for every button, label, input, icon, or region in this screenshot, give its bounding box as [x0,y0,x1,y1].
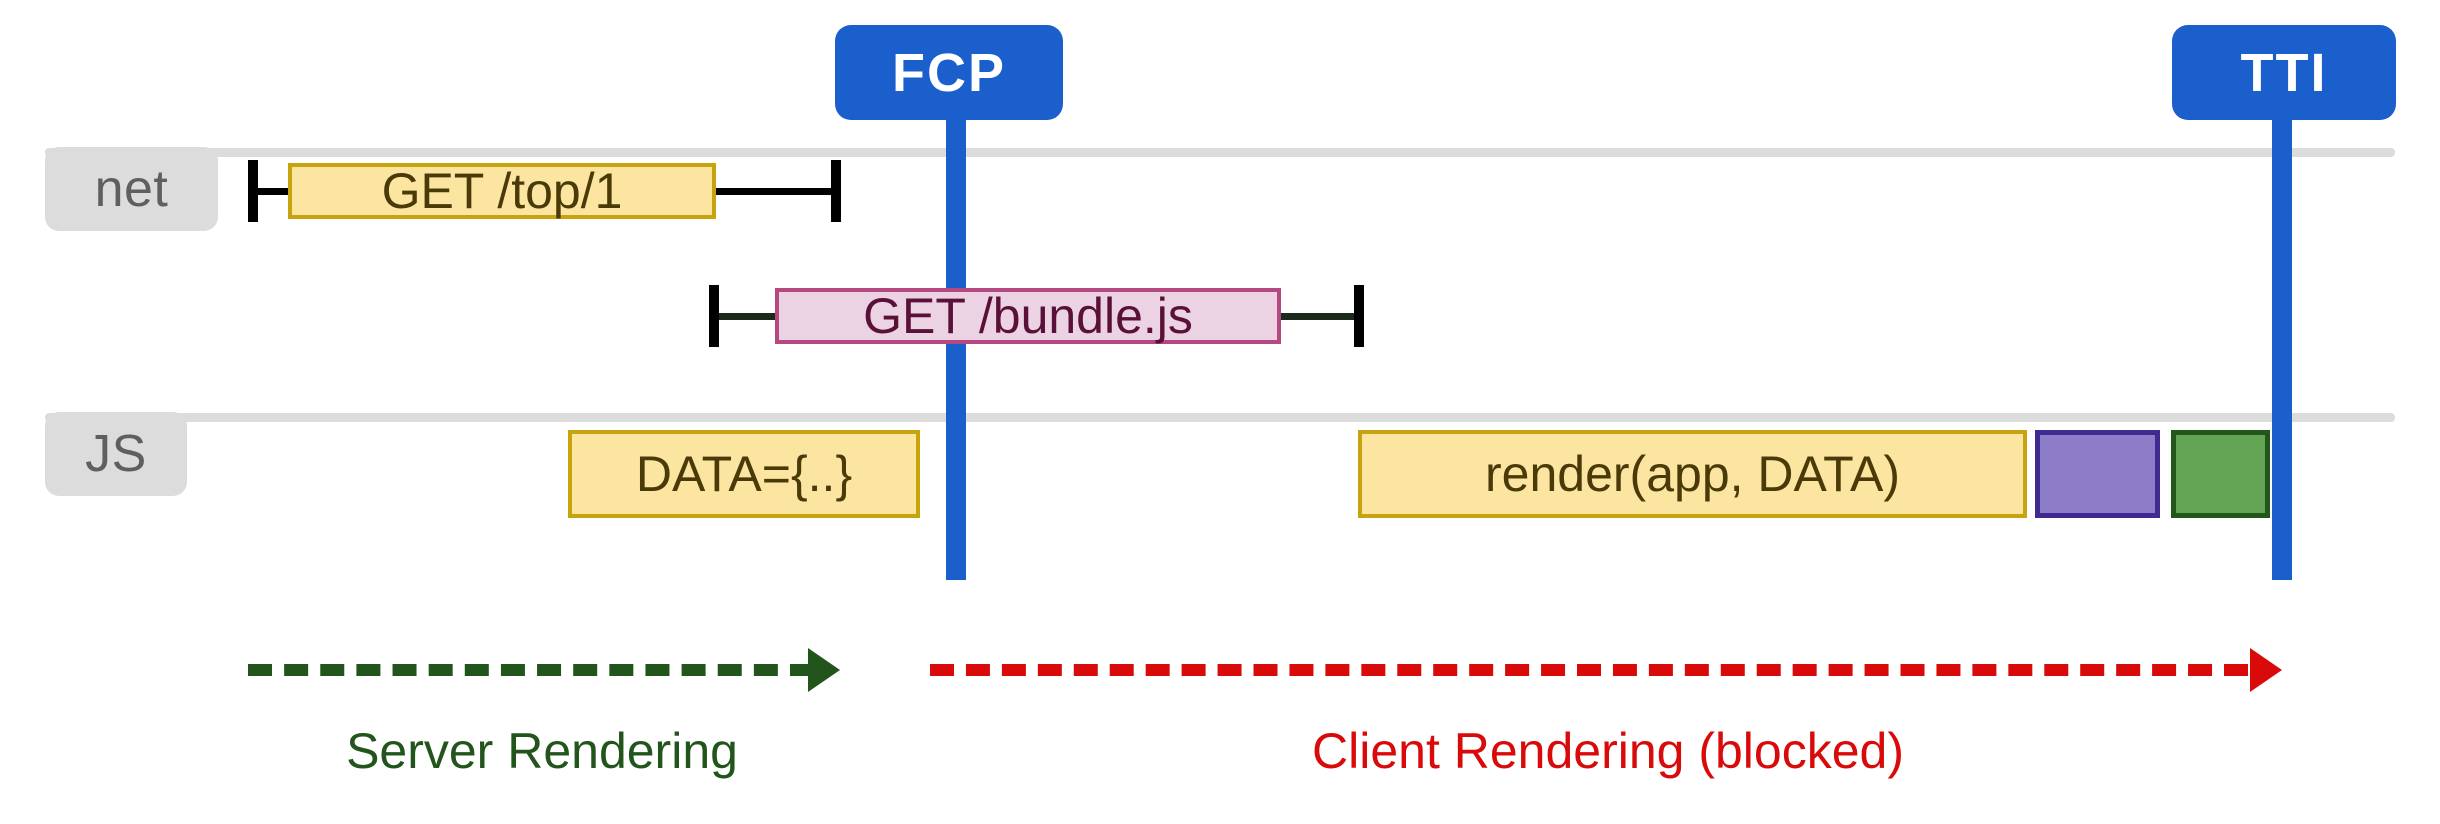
lane-rule-net [45,148,2395,157]
fcp-badge: FCP [835,25,1063,120]
client-rendering-label: Client Rendering (blocked) [1208,726,2008,776]
get-top-whisker-start [248,160,258,222]
get-bundle-whisker-start [709,285,719,347]
get-top-whisker-end [831,160,841,222]
bar-get-top-label: GET /top/1 [381,163,623,219]
lane-label-js: JS [85,425,147,483]
bar-task-green [2171,430,2270,518]
lane-badge-js: JS [45,412,187,496]
fcp-badge-label: FCP [892,42,1006,103]
bar-data-inline-label: DATA={..} [635,446,853,502]
bar-get-top: GET /top/1 [288,163,716,219]
server-rendering-label-text: Server Rendering [346,723,738,779]
bar-data-inline: DATA={..} [568,430,920,518]
lane-badge-net: net [45,147,218,231]
tti-marker-line [2272,85,2292,580]
client-rendering-arrow-head [2250,648,2282,692]
lane-label-net: net [94,160,169,218]
bar-get-bundle-label: GET /bundle.js [863,288,1193,344]
bar-task-purple [2035,430,2160,518]
bar-get-bundle: GET /bundle.js [775,288,1281,344]
get-bundle-whisker-end [1354,285,1364,347]
client-rendering-arrow-line [930,664,2248,676]
server-rendering-arrow-line [248,664,814,676]
bar-render-app: render(app, DATA) [1358,430,2027,518]
tti-badge-label: TTI [2240,42,2328,103]
bar-render-app-label: render(app, DATA) [1485,446,1900,502]
server-rendering-arrow-head [808,648,840,692]
client-rendering-label-text: Client Rendering (blocked) [1312,723,1904,779]
tti-badge: TTI [2172,25,2396,120]
lane-rule-js [45,413,2395,422]
server-rendering-label: Server Rendering [262,726,822,776]
